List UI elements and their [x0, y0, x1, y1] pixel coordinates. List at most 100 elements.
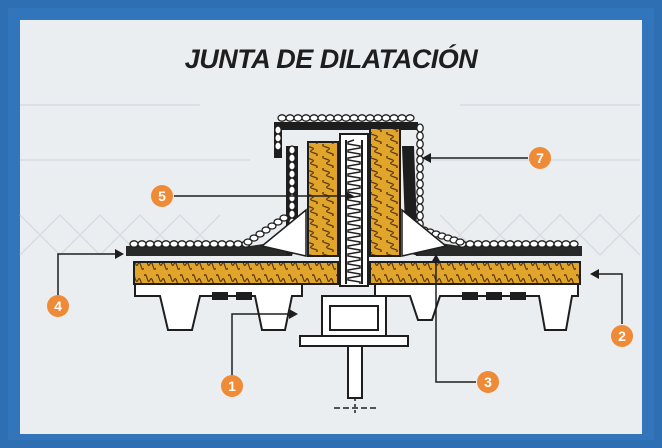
callout-label: 4	[54, 298, 62, 314]
gravel-stone	[209, 240, 219, 248]
gravel-stone	[325, 114, 335, 122]
gravel-stone	[333, 114, 343, 122]
gravel-stone	[261, 226, 271, 234]
gravel-stone	[473, 240, 483, 248]
callout-1: 1	[221, 375, 243, 397]
gravel-stone	[505, 240, 515, 248]
gravel-stone	[481, 240, 491, 248]
gravel-stone	[529, 240, 539, 248]
gravel-stone	[274, 125, 282, 135]
leader-arrowheads	[115, 153, 599, 319]
gravel-stone	[288, 185, 296, 195]
gravel-stone	[416, 139, 424, 149]
gravel-stone	[288, 201, 296, 211]
gravel-finish	[129, 114, 579, 248]
gravel-stone	[274, 141, 282, 151]
gravel-stone	[497, 240, 507, 248]
diagram-title: JUNTA DE DILATACIÓN	[184, 44, 478, 74]
callout-4: 4	[47, 295, 69, 317]
gravel-stone	[416, 163, 424, 173]
gravel-stone	[397, 114, 407, 122]
gravel-stone	[416, 211, 424, 221]
gravel-stone	[373, 114, 383, 122]
gravel-stone	[489, 240, 499, 248]
callout-7: 7	[529, 147, 551, 169]
deck-right	[374, 283, 579, 331]
callout-label: 3	[484, 374, 492, 390]
insulation-right	[369, 261, 581, 285]
gravel-stone	[288, 169, 296, 179]
gravel-stone	[279, 214, 289, 222]
gravel-stone	[129, 240, 139, 248]
support-bracket	[299, 295, 409, 399]
gravel-stone	[255, 230, 265, 238]
gravel-stone	[145, 240, 155, 248]
gravel-stone	[537, 240, 547, 248]
gravel-stone	[288, 193, 296, 203]
callout-label: 5	[158, 188, 166, 204]
gravel-stone	[405, 114, 415, 122]
gravel-stone	[365, 114, 375, 122]
insulation-left	[133, 261, 339, 285]
gravel-stone	[288, 145, 296, 155]
upstand-insulation-right	[369, 127, 401, 257]
gravel-stone	[521, 240, 531, 248]
gravel-stone	[561, 240, 571, 248]
gravel-stone	[416, 131, 424, 141]
gravel-stone	[233, 240, 243, 248]
gravel-stone	[465, 240, 475, 248]
gravel-stone	[301, 114, 311, 122]
gravel-stone	[317, 114, 327, 122]
gravel-stone	[274, 133, 282, 143]
gravel-stone	[225, 240, 235, 248]
callout-5: 5	[151, 185, 173, 207]
gravel-stone	[267, 222, 277, 230]
gravel-stone	[416, 187, 424, 197]
centerline	[334, 398, 378, 414]
gravel-stone	[553, 240, 563, 248]
gravel-stone	[288, 153, 296, 163]
gravel-stone	[416, 171, 424, 181]
gravel-stone	[288, 209, 296, 219]
gravel-stone	[277, 114, 287, 122]
gravel-stone	[137, 240, 147, 248]
gravel-stone	[217, 240, 227, 248]
upstand-fillets	[260, 208, 448, 257]
gravel-stone	[243, 238, 253, 246]
gravel-stone	[201, 240, 211, 248]
gravel-stone	[357, 114, 367, 122]
gravel-stone	[416, 195, 424, 205]
callout-label: 2	[618, 328, 626, 344]
gravel-stone	[285, 114, 295, 122]
gravel-stone	[177, 240, 187, 248]
gravel-stone	[381, 114, 391, 122]
gravel-stone	[416, 203, 424, 213]
gravel-stone	[416, 123, 424, 133]
gravel-stone	[169, 240, 179, 248]
gravel-stone	[161, 240, 171, 248]
gravel-stone	[288, 177, 296, 187]
gravel-stone	[288, 161, 296, 171]
callout-2: 2	[611, 325, 633, 347]
gravel-stone	[349, 114, 359, 122]
gravel-stone	[185, 240, 195, 248]
deck-corrugation	[212, 292, 526, 300]
gravel-stone	[309, 114, 319, 122]
leader-lines	[57, 157, 623, 383]
gravel-stone	[416, 155, 424, 165]
gravel-stone	[389, 114, 399, 122]
gravel-stone	[569, 240, 579, 248]
upstand-insulation-left	[307, 141, 339, 257]
callout-label: 1	[228, 378, 236, 394]
gravel-stone	[513, 240, 523, 248]
callout-label: 7	[536, 150, 544, 166]
gravel-stone	[153, 240, 163, 248]
gravel-stone	[416, 147, 424, 157]
gravel-stone	[193, 240, 203, 248]
gravel-stone	[341, 114, 351, 122]
gravel-stone	[455, 238, 465, 246]
gravel-stone	[293, 114, 303, 122]
gravel-stone	[273, 218, 283, 226]
gravel-stone	[545, 240, 555, 248]
